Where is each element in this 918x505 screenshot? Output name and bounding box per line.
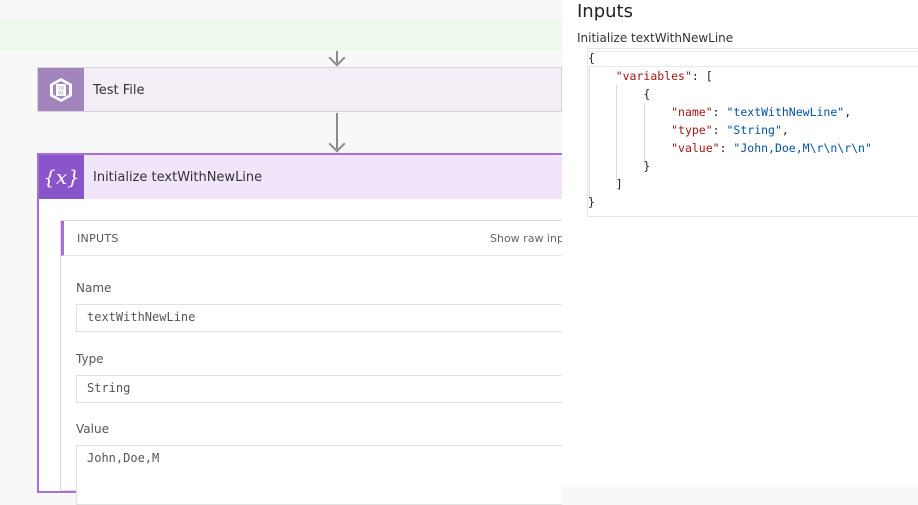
value-field-label: Value (76, 422, 109, 436)
test-file-title: Test File (93, 83, 145, 98)
code-line: "name": "textWithNewLine", (671, 105, 852, 119)
test-file-card[interactable]: 10 01 Test File (37, 67, 562, 112)
connector-arrow (328, 113, 346, 153)
variable-icon: {x} (39, 155, 84, 199)
card-title: Initialize textWithNewLine (93, 170, 263, 185)
name-field-value: textWithNewLine (87, 310, 196, 324)
svg-text:10: 10 (58, 85, 64, 91)
current-line-highlight (588, 51, 918, 67)
raw-inputs-panel: Inputs Initialize textWithNewLine { "var… (562, 0, 918, 487)
code-line: ] (588, 177, 623, 191)
indent-guide (644, 103, 645, 165)
indent-guide (589, 67, 590, 201)
card-header[interactable]: {x} Initialize textWithNewLine (39, 155, 562, 199)
connector-arrow (328, 49, 346, 67)
initialize-variable-card: {x} Initialize textWithNewLine INPUTS Sh… (37, 153, 571, 505)
file-data-icon: 10 01 (38, 68, 84, 111)
code-line: { (588, 51, 595, 65)
value-field-value: John,Doe,M (87, 451, 160, 465)
svg-text:01: 01 (58, 90, 64, 96)
name-field-label: Name (76, 281, 112, 295)
succeeded-step-strip[interactable] (0, 19, 562, 51)
type-field-label: Type (76, 352, 104, 366)
type-field[interactable]: String (76, 375, 562, 403)
code-line: "variables": [ (615, 69, 713, 83)
inputs-label: INPUTS (77, 232, 119, 245)
indent-guide (616, 85, 617, 183)
value-field[interactable]: John,Doe,M (76, 445, 562, 505)
inputs-section: INPUTS Show raw inpu Name textWithNewLin… (60, 220, 571, 505)
panel-title: Inputs (577, 1, 633, 22)
panel-subtitle: Initialize textWithNewLine (577, 31, 734, 45)
code-line: { (588, 87, 651, 101)
code-line: } (588, 159, 651, 173)
inputs-header: INPUTS Show raw inpu (61, 221, 571, 256)
code-line: } (588, 195, 595, 209)
code-line: "value": "John,Doe,M\r\n\r\n" (671, 141, 872, 155)
name-field[interactable]: textWithNewLine (76, 304, 562, 332)
show-raw-inputs-link[interactable]: Show raw inpu (490, 232, 571, 245)
json-code-editor[interactable]: { "variables": [ { "name": "textWithNewL… (587, 48, 918, 217)
code-line: "type": "String", (671, 123, 789, 137)
type-field-value: String (87, 381, 131, 395)
